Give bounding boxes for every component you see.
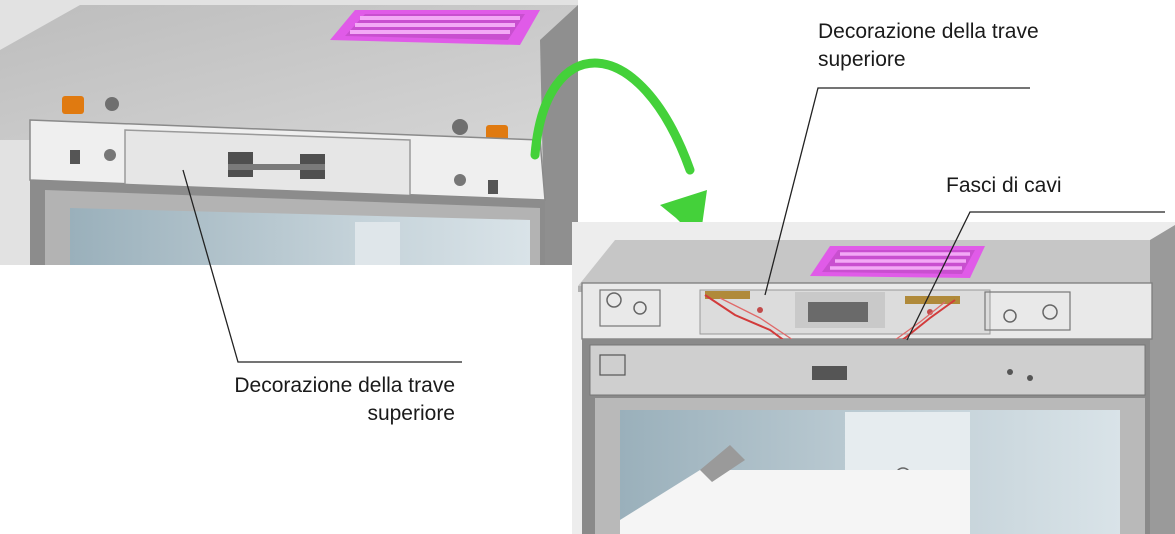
left-view-before [0, 0, 578, 265]
label-upper-beam-right-line1: Decorazione della trave [818, 20, 1039, 43]
label-upper-beam-left-line2: superiore [367, 402, 455, 425]
upper-beam-trim-left [29, 119, 546, 206]
upper-beam-exposed [581, 282, 1153, 340]
label-upper-beam-right: Decorazione della trave superiore [818, 18, 1118, 74]
leader-cable-bundles [906, 211, 1165, 341]
screw [452, 119, 468, 135]
leader-upper-beam-left [182, 169, 462, 363]
label-upper-beam-right-line2: superiore [818, 48, 906, 71]
leader-lines [182, 87, 1165, 363]
label-cable-bundles-text: Fasci di cavi [946, 174, 1062, 197]
vent-grille [810, 246, 985, 278]
label-upper-beam-left-line1: Decorazione della trave [234, 374, 455, 397]
screw [105, 97, 119, 111]
vent-grille [330, 10, 540, 45]
leader-upper-beam-right [764, 87, 1030, 296]
label-upper-beam-left: Decorazione della trave superiore [170, 372, 455, 428]
label-cable-bundles: Fasci di cavi [946, 172, 1146, 200]
knob-left [62, 96, 84, 114]
right-view-after [572, 222, 1175, 534]
